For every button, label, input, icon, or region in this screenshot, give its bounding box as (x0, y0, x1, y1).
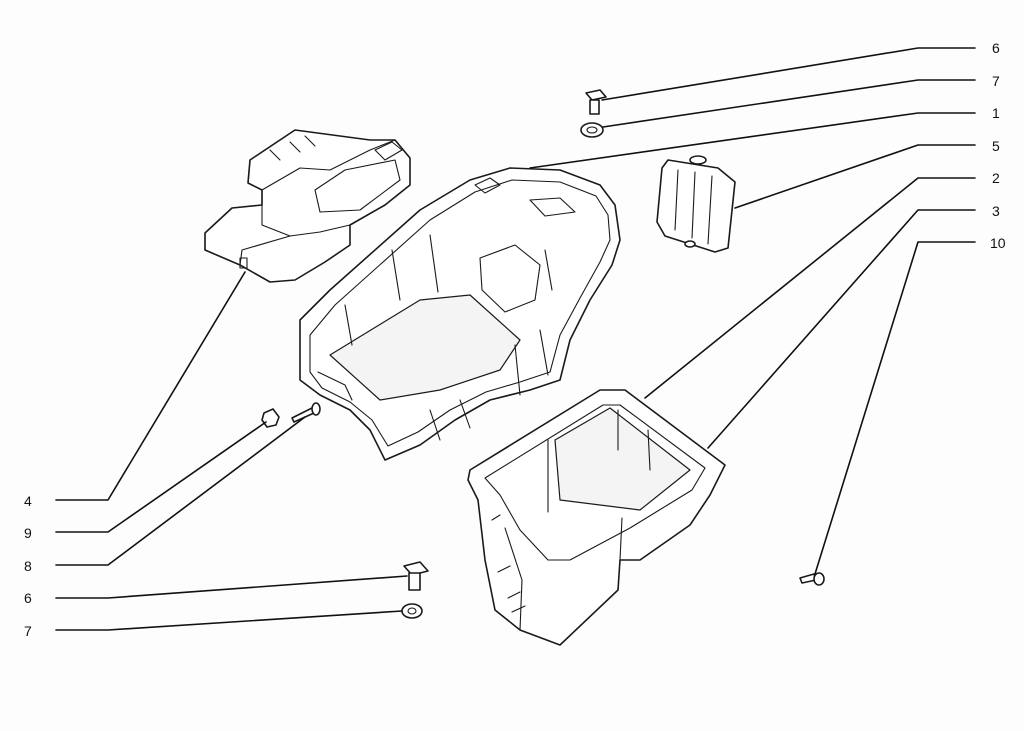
part-bolt (291, 402, 321, 423)
callout-7-top: 7 (992, 73, 1000, 89)
callout-7-bottom: 7 (24, 623, 32, 639)
callout-2: 2 (992, 170, 1000, 186)
callout-3: 3 (992, 203, 1000, 219)
part-storage-bin (467, 389, 726, 646)
leader-line-1 (529, 112, 976, 169)
callout-6-top: 6 (992, 40, 1000, 56)
leader-line-9 (55, 421, 267, 533)
leader-line-7-top (602, 79, 976, 128)
part-helmet-compartment (299, 167, 621, 461)
part-washer-top (580, 122, 604, 138)
callout-4: 4 (24, 493, 32, 509)
leader-lines-left (55, 271, 408, 631)
callout-9: 9 (24, 525, 32, 541)
leader-line-2 (644, 177, 976, 399)
leader-line-8 (55, 416, 306, 566)
leader-line-10 (814, 241, 976, 575)
part-screw-top (585, 89, 607, 115)
callout-numbers-right: 6 7 1 5 2 3 10 (990, 40, 1006, 251)
callout-8: 8 (24, 558, 32, 574)
leader-line-6-bottom (55, 575, 408, 599)
part-washer-bottom (401, 603, 423, 619)
leader-line-5 (734, 144, 976, 209)
callout-5: 5 (992, 138, 1000, 154)
callout-6-bottom: 6 (24, 590, 32, 606)
part-nut (261, 408, 280, 428)
callout-10: 10 (990, 235, 1006, 251)
part-small-screw (799, 572, 825, 586)
callout-numbers-left: 4 9 8 6 7 (24, 493, 32, 639)
callout-1: 1 (992, 105, 1000, 121)
leader-line-3 (707, 209, 976, 449)
leader-lines-right (529, 47, 976, 575)
part-screw-bottom (403, 561, 429, 591)
part-cover-plate (656, 155, 736, 253)
leader-line-4 (55, 271, 246, 501)
part-bracket (204, 129, 411, 283)
leader-line-6-top (601, 47, 976, 101)
leader-line-7-bottom (55, 610, 403, 631)
